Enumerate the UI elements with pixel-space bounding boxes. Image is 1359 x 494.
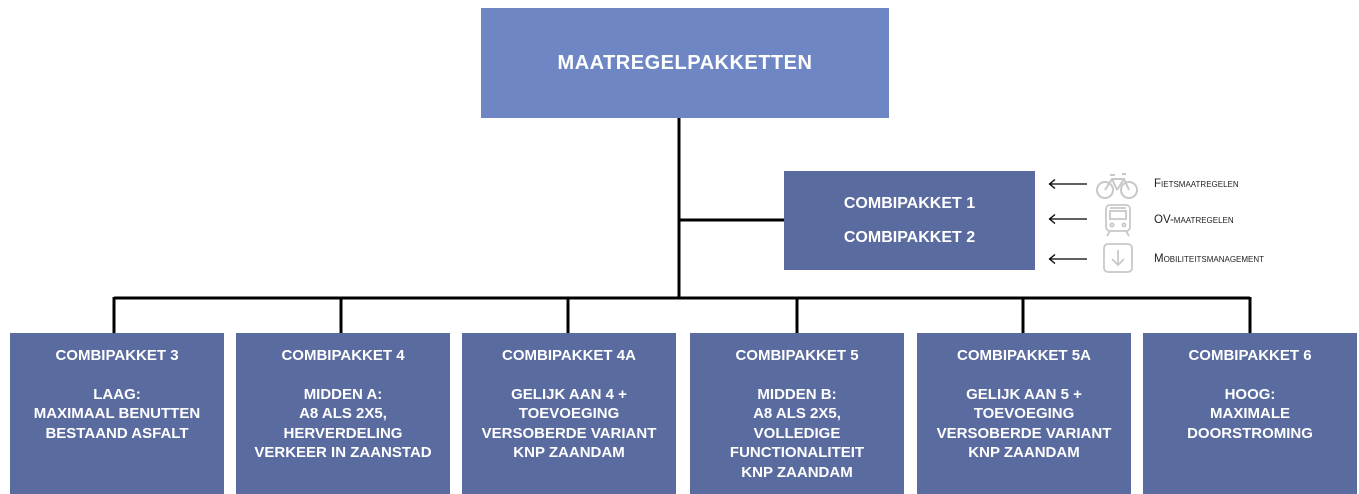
- root-node: MAATREGELPAKKETTEN: [481, 8, 889, 118]
- legend-label-ov-maatregelen: OV-maatregelen: [1154, 214, 1234, 226]
- package-title: COMBIPAKKET 5A: [957, 347, 1091, 364]
- package-title: COMBIPAKKET 6: [1188, 347, 1312, 364]
- package-node-combipakket-3: COMBIPAKKET 3 LAAG: MAXIMAAL BENUTTEN BE…: [10, 333, 224, 494]
- package-description: MIDDEN B: A8 ALS 2X5, VOLLEDIGE FUNCTION…: [729, 385, 865, 481]
- arrow-left-icon: [1048, 213, 1087, 225]
- package-title: COMBIPAKKET 4: [281, 347, 405, 364]
- combipakket-2-label: COMBIPAKKET 2: [843, 228, 976, 246]
- package-description: HOOG: MAXIMALE DOORSTROMING: [1187, 385, 1313, 442]
- train-icon: [1105, 204, 1131, 237]
- package-node-combipakket-4a: COMBIPAKKET 4A GELIJK AAN 4 + TOEVOEGING…: [462, 333, 676, 494]
- package-node-combipakket-5: COMBIPAKKET 5 MIDDEN B: A8 ALS 2X5, VOLL…: [690, 333, 904, 494]
- down-arrow-box-icon: [1103, 243, 1133, 273]
- arrow-left-icon: [1048, 253, 1087, 265]
- combipakket-1-label: COMBIPAKKET 1: [843, 194, 976, 212]
- legend-label-fietsmaatregelen: Fietsmaatregelen: [1154, 178, 1239, 190]
- combipakket-1-2-node: COMBIPAKKET 1 COMBIPAKKET 2: [784, 171, 1035, 270]
- root-label: MAATREGELPAKKETTEN: [557, 51, 813, 74]
- legend-label-mobiliteitsmanagement: Mobiliteitsmanagement: [1154, 253, 1265, 265]
- package-description: LAAG: MAXIMAAL BENUTTEN BESTAAND ASFALT: [33, 385, 201, 442]
- package-description: MIDDEN A: A8 ALS 2X5, HERVERDELING VERKE…: [254, 385, 432, 462]
- package-title: COMBIPAKKET 3: [55, 347, 179, 364]
- package-node-combipakket-5a: COMBIPAKKET 5A GELIJK AAN 5 + TOEVOEGING…: [917, 333, 1131, 494]
- package-node-combipakket-4: COMBIPAKKET 4 MIDDEN A: A8 ALS 2X5, HERV…: [236, 333, 450, 494]
- package-description: GELIJK AAN 5 + TOEVOEGING VERSOBERDE VAR…: [936, 385, 1112, 462]
- arrow-left-icon: [1048, 178, 1087, 190]
- package-title: COMBIPAKKET 4A: [502, 347, 636, 364]
- package-title: COMBIPAKKET 5: [735, 347, 859, 364]
- bicycle-icon: [1096, 173, 1138, 199]
- package-node-combipakket-6: COMBIPAKKET 6 HOOG: MAXIMALE DOORSTROMIN…: [1143, 333, 1357, 494]
- package-description: GELIJK AAN 4 + TOEVOEGING VERSOBERDE VAR…: [481, 385, 657, 462]
